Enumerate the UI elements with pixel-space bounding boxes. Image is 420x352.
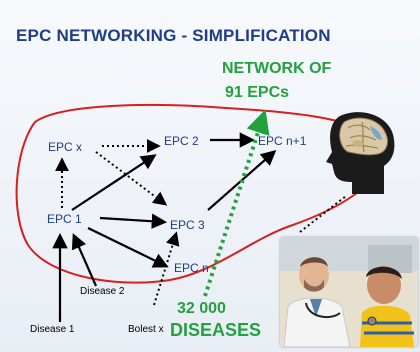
arrow-epc1-to-epcn bbox=[87, 227, 169, 268]
arrow-epc1-to-epc2 bbox=[71, 154, 157, 211]
label-bolest-x: Bolest x bbox=[128, 324, 164, 335]
label-disease-1: Disease 1 bbox=[30, 324, 75, 335]
arrow-epcx-to-epc3 bbox=[95, 151, 168, 206]
node-epc-n1: EPC n+1 bbox=[258, 134, 307, 148]
node-epc-3: EPC 3 bbox=[170, 218, 205, 232]
diseases-caption: DISEASES bbox=[170, 320, 262, 340]
arrow-epc-to-photo bbox=[299, 195, 347, 233]
node-epc-x: EPC x bbox=[48, 140, 83, 154]
diseases-count: 32 000 bbox=[177, 300, 226, 317]
arrow-disease2-to-epc1 bbox=[71, 233, 98, 287]
slide-title: EPC NETWORKING - SIMPLIFICATION bbox=[16, 26, 331, 45]
network-caption-line1: NETWORK OF bbox=[222, 60, 332, 77]
arrow-bolest-to-epc3 bbox=[153, 231, 180, 306]
arrow-epc1-to-epc3 bbox=[99, 213, 168, 229]
doctor-child-photo bbox=[280, 237, 418, 347]
network-outline bbox=[15, 103, 384, 284]
node-epc-1: EPC 1 bbox=[47, 212, 82, 226]
node-epc-n: EPC n bbox=[174, 261, 209, 275]
brain-head-icon bbox=[326, 112, 395, 194]
label-disease-2: Disease 2 bbox=[80, 286, 125, 297]
node-epc-2: EPC 2 bbox=[164, 134, 199, 148]
network-caption-line2: 91 EPCs bbox=[225, 84, 290, 101]
